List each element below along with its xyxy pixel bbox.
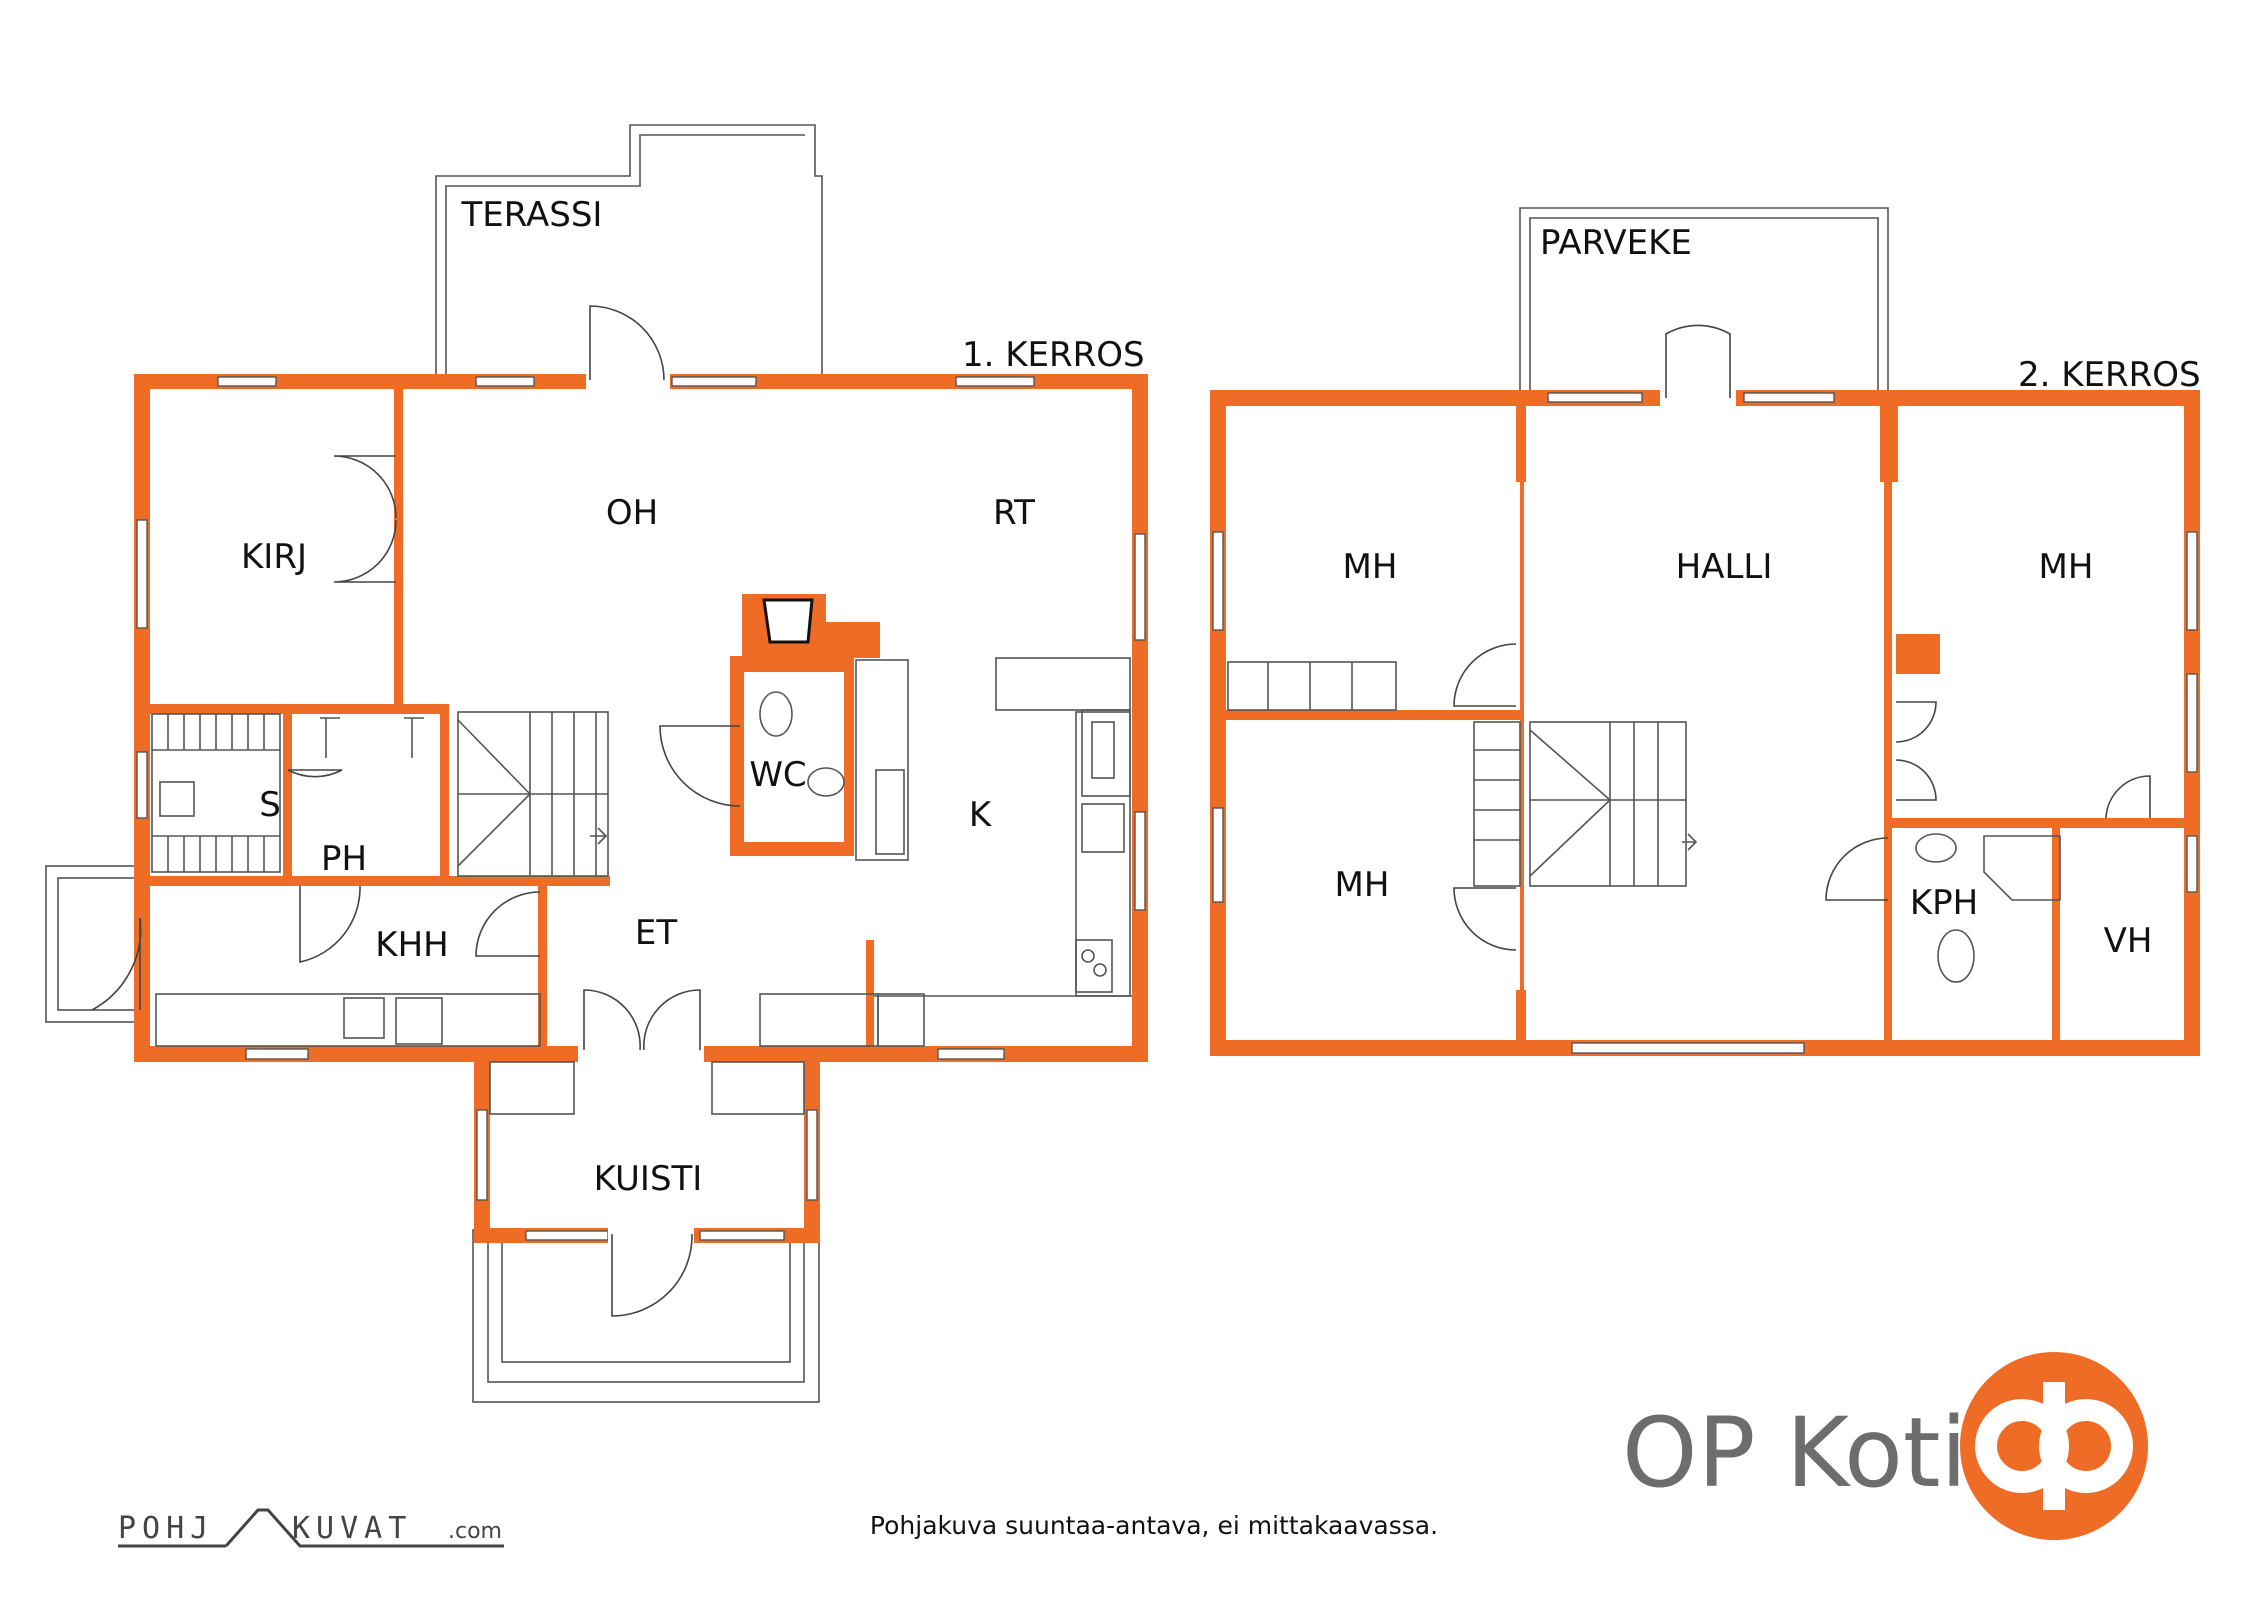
floor-2-title: 2. KERROS <box>2018 355 2201 395</box>
floor-1 <box>45 124 1148 1403</box>
credit-right: KUVAT <box>292 1511 412 1546</box>
room-ph: PH <box>321 839 367 879</box>
credit-domain: .com <box>448 1519 502 1544</box>
terrace-door <box>589 305 665 381</box>
pohjakuvat-credit: POHJ KUVAT .com <box>118 1508 504 1548</box>
room-s: S <box>259 785 281 825</box>
room-kirj: KIRJ <box>241 537 307 577</box>
room-terassi: TERASSI <box>461 195 603 235</box>
room-vh: VH <box>2104 921 2153 961</box>
stairs-upper <box>1473 721 1521 887</box>
balcony-outline <box>1519 207 1889 392</box>
side-step <box>45 865 141 1023</box>
room-wc: WC <box>749 755 806 795</box>
porch-steps <box>472 1229 820 1403</box>
room-mh-top-left: MH <box>1343 547 1398 587</box>
room-kph: KPH <box>1910 883 1978 923</box>
floor-2 <box>1210 207 2200 1056</box>
room-et: ET <box>635 913 677 953</box>
brand-name: OP Koti <box>1622 1397 1967 1509</box>
room-mh-right: MH <box>2039 547 2094 587</box>
disclaimer: Pohjakuva suuntaa-antava, ei mittakaavas… <box>870 1511 1438 1540</box>
room-halli: HALLI <box>1676 547 1773 587</box>
room-k: K <box>969 795 993 835</box>
floor-1-title: 1. KERROS <box>962 335 1145 375</box>
room-kuisti: KUISTI <box>594 1159 703 1199</box>
room-parveke: PARVEKE <box>1540 223 1692 263</box>
credit-left: POHJ <box>118 1511 214 1546</box>
room-khh: KHH <box>375 925 448 965</box>
room-oh: OH <box>606 493 658 533</box>
room-mh-bottom-left: MH <box>1335 865 1390 905</box>
room-rt: RT <box>993 493 1035 533</box>
terrace-outline <box>435 124 823 378</box>
op-koti-logo: OP Koti <box>1622 1352 2148 1540</box>
